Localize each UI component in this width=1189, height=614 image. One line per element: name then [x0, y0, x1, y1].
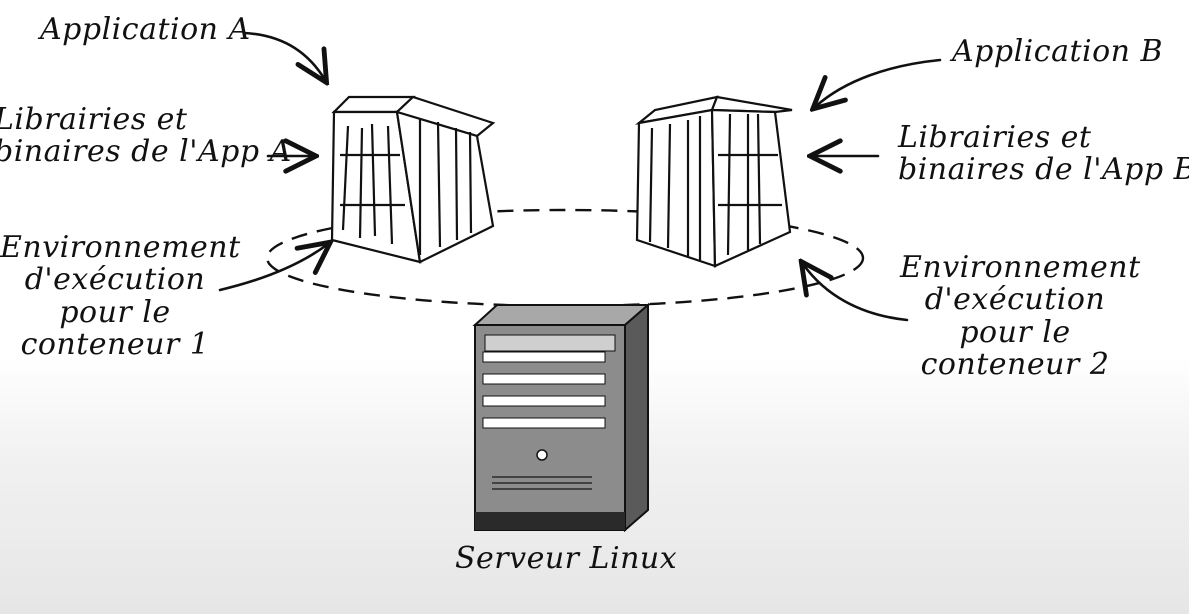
label-environment-2-line4: conteneur 2 [920, 347, 1110, 383]
server-tower-icon [472, 302, 651, 533]
label-environment-2-line1: Environnement [900, 250, 1141, 285]
container-b-icon [635, 95, 793, 268]
label-server: Serveur Linux [455, 541, 678, 576]
label-environment-1-line2: d'exécution [24, 262, 206, 298]
label-libraries-a-line2: binaires de l'App A [0, 134, 292, 170]
label-application-a: Application A [40, 12, 251, 47]
label-environment-1: Environnement d'exécution pour le conten… [0, 230, 241, 363]
label-libraries-a-line1: Librairies et [0, 102, 188, 137]
label-environment-2-line2: d'exécution [924, 282, 1106, 318]
label-libraries-b-line2: binaires de l'App B [898, 152, 1189, 188]
runtime-ellipse [265, 208, 865, 308]
label-libraries-a: Librairies et binaires de l'App A [0, 102, 292, 170]
arrow-env-2 [803, 264, 909, 322]
label-application-b: Application B [952, 34, 1164, 69]
label-environment-2-line3: pour le [959, 314, 1071, 350]
label-environment-1-line1: Environnement [0, 230, 241, 265]
arrow-app-b [815, 58, 942, 107]
container-a-icon [330, 95, 496, 264]
arrow-env-1 [218, 244, 328, 292]
label-environment-2: Environnement d'exécution pour le conten… [900, 250, 1141, 383]
label-environment-1-line4: conteneur 1 [20, 327, 210, 363]
label-libraries-b: Librairies et binaires de l'App B [898, 120, 1189, 188]
arrow-app-a [242, 31, 325, 80]
label-libraries-b-line1: Librairies et [898, 120, 1092, 155]
arrows [218, 31, 942, 322]
label-environment-1-line3: pour le [59, 294, 171, 330]
